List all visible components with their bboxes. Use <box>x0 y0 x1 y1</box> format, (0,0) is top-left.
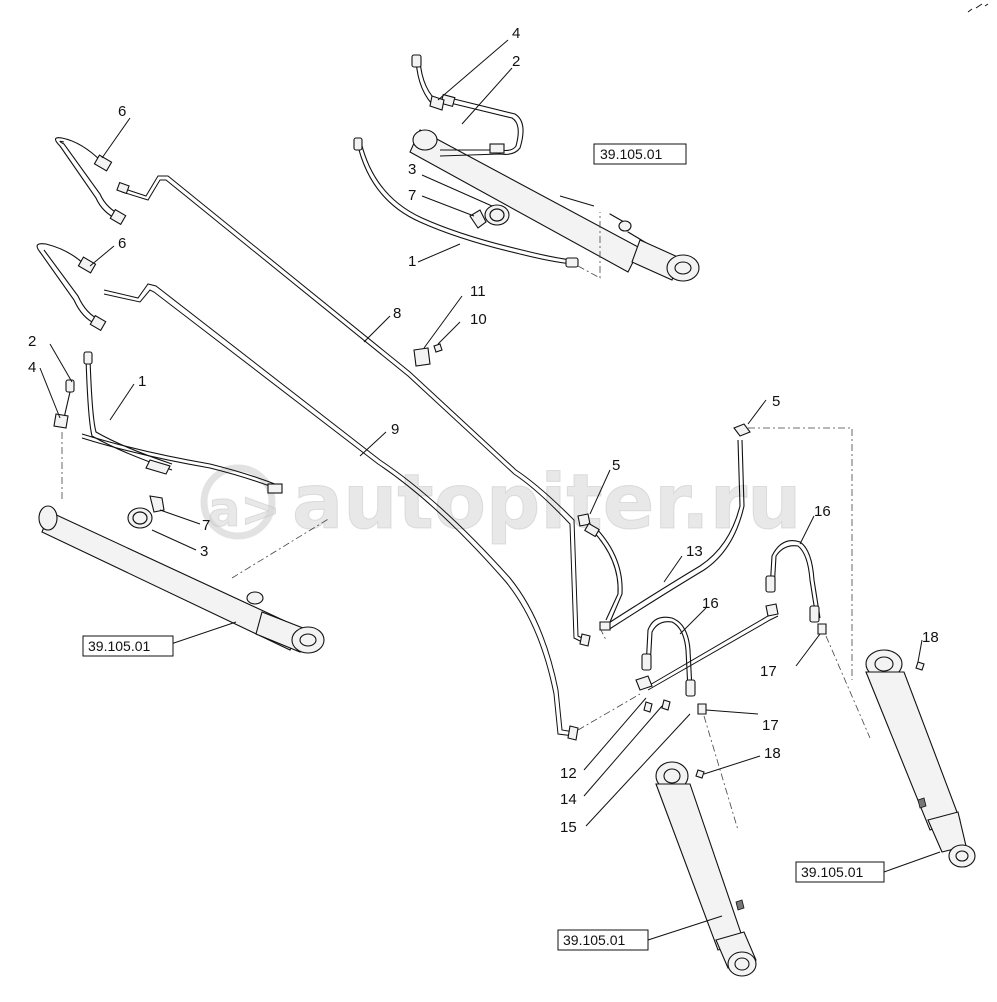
callout-14: 14 <box>560 791 577 808</box>
top-hose-1 <box>356 141 573 265</box>
fitting-14 <box>643 701 653 713</box>
watermark: a> autopiter.ru <box>200 457 802 547</box>
ref-box-top[interactable]: 39.105.01 <box>593 143 687 165</box>
fitting-5-upper <box>733 423 751 437</box>
ref-box-bottom-label[interactable]: 39.105.01 <box>563 932 625 948</box>
watermark-logo-icon <box>200 464 276 540</box>
callout-1: 1 <box>138 373 146 390</box>
callout-7: 7 <box>408 187 416 204</box>
ref-box-top-label[interactable]: 39.105.01 <box>600 146 662 162</box>
callout-8: 8 <box>393 305 401 322</box>
fitting-18-lower <box>695 769 705 779</box>
callout-18: 18 <box>922 629 939 646</box>
corner-mark <box>967 3 989 13</box>
left-clamp-3 <box>127 507 153 529</box>
callout-15: 15 <box>560 819 577 836</box>
ref-box-left-label[interactable]: 39.105.01 <box>88 638 150 654</box>
top-cylinder-body <box>409 129 641 273</box>
callout-7: 7 <box>202 517 210 534</box>
callout-2: 2 <box>512 53 520 70</box>
reference-boxes: 39.105.01 39.105.01 39.105.01 39.105.01 <box>82 143 885 951</box>
callout-18: 18 <box>764 745 781 762</box>
fitting-18-upper <box>915 661 925 671</box>
callout-6: 6 <box>118 103 126 120</box>
hose-13 <box>603 439 741 627</box>
callout-3: 3 <box>200 543 208 560</box>
right-hoses-and-fittings <box>577 423 925 779</box>
ref-box-bottom[interactable]: 39.105.01 <box>557 929 649 951</box>
callout-4: 4 <box>28 359 36 376</box>
watermark-text: autopiter.ru <box>292 457 801 546</box>
callout-12: 12 <box>560 765 577 782</box>
callout-6: 6 <box>118 235 126 252</box>
clip-11 <box>413 347 431 367</box>
callout-5: 5 <box>612 457 620 474</box>
top-clamp-3 <box>484 204 510 226</box>
callout-1: 1 <box>408 253 416 270</box>
pipe-12 <box>647 611 777 687</box>
left-hose-2 <box>85 357 173 471</box>
lower-hose-6 <box>36 243 97 325</box>
top-bracket-7 <box>469 209 487 229</box>
callout-10: 10 <box>470 311 487 328</box>
steel-pipe-8 <box>121 175 587 641</box>
top-cylinder-end <box>412 129 438 151</box>
hose-16-right <box>769 540 821 619</box>
callout-17: 17 <box>760 663 777 680</box>
callout-13: 13 <box>686 543 703 560</box>
lower-middle-cylinder <box>655 715 757 977</box>
fitting-17-lower <box>697 703 707 715</box>
lower-right-cylinder <box>825 635 976 868</box>
ref-box-right[interactable]: 39.105.01 <box>795 861 885 883</box>
callout-5: 5 <box>772 393 780 410</box>
steel-pipe-9 <box>103 283 575 733</box>
fitting-17-upper <box>817 623 827 635</box>
leader-lines <box>39 39 941 941</box>
top-cylinder-assembly <box>353 54 700 282</box>
hose-16-middle <box>645 616 693 691</box>
bolt-10 <box>433 343 443 353</box>
callout-11: 11 <box>470 283 486 300</box>
callout-17: 17 <box>762 717 779 734</box>
left-hose-1 <box>81 437 281 491</box>
callout-16: 16 <box>814 503 831 520</box>
steel-pipes <box>36 137 591 741</box>
callout-3: 3 <box>408 161 416 178</box>
left-cylinder-assembly <box>38 351 331 654</box>
callout-9: 9 <box>391 421 399 438</box>
left-bracket-7 <box>149 495 165 513</box>
callout-labels: 4 2 3 7 1 6 6 8 9 11 10 2 4 1 7 3 5 5 13… <box>28 25 939 836</box>
callout-16: 16 <box>702 595 719 612</box>
top-hose-2 <box>440 101 519 152</box>
left-cylinder-end <box>38 505 58 531</box>
callout-4: 4 <box>512 25 520 42</box>
callout-2: 2 <box>28 333 36 350</box>
ref-box-left[interactable]: 39.105.01 <box>82 635 174 657</box>
fitting-15 <box>661 699 671 711</box>
ref-box-right-label[interactable]: 39.105.01 <box>801 864 863 880</box>
upper-hose-6 <box>54 137 119 221</box>
